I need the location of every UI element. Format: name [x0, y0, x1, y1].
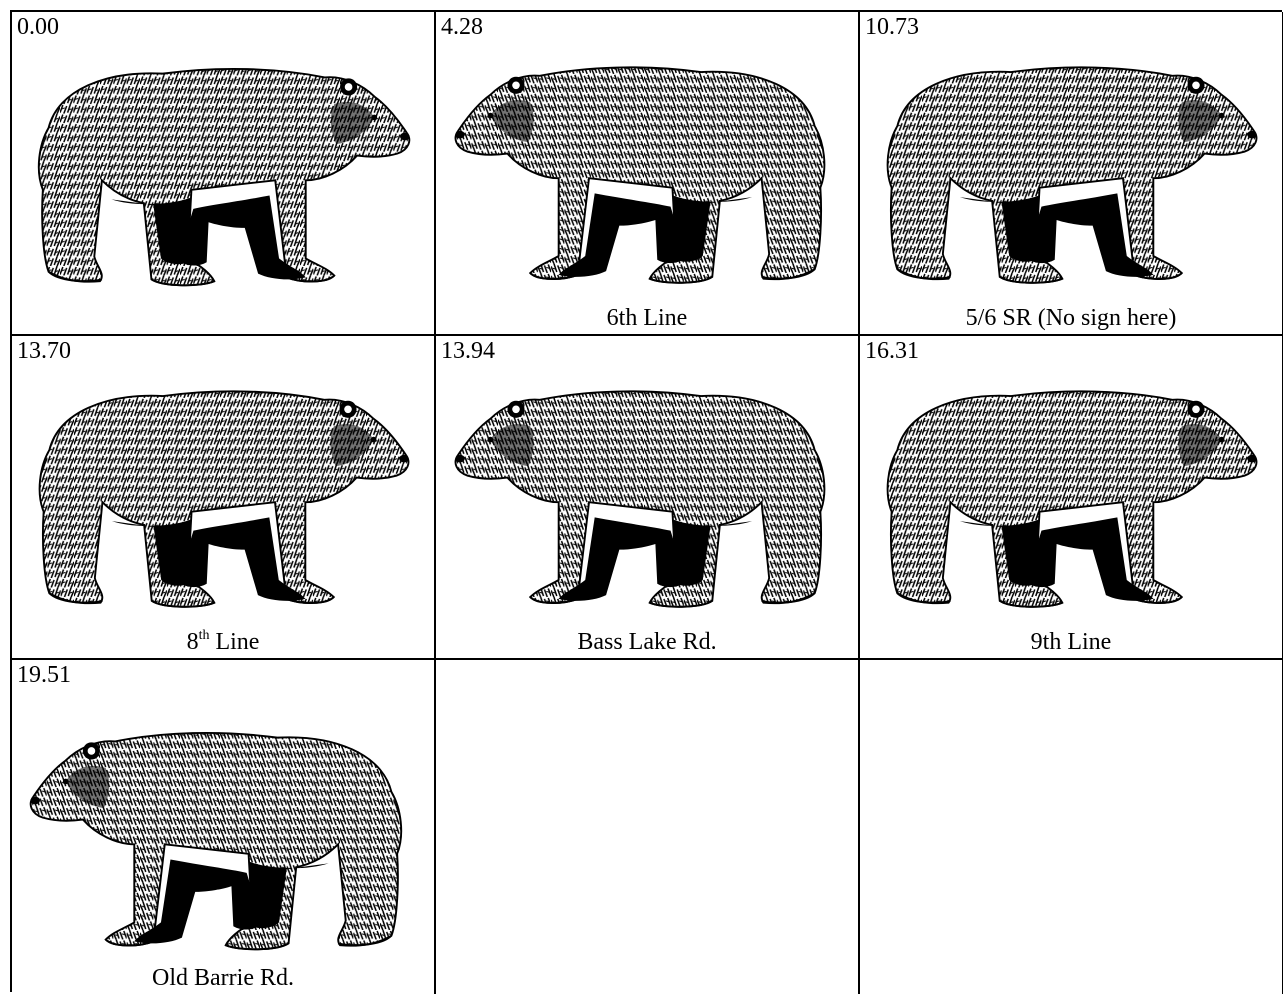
bear-illustration	[454, 66, 826, 284]
bear-illustration	[29, 731, 403, 951]
road-caption: 9th Line	[1030, 629, 1112, 655]
distance-label: 13.70	[17, 338, 71, 364]
sign-cell-1: 0.00	[12, 12, 436, 336]
caption-number: 8	[186, 629, 199, 655]
bear-illustration	[886, 66, 1258, 284]
distance-label: 4.28	[441, 14, 483, 40]
road-caption: Old Barrie Rd.	[152, 965, 294, 991]
caption-rest: Line	[209, 629, 260, 655]
bear-illustration	[886, 390, 1258, 608]
empty-cell	[436, 660, 860, 994]
empty-cell	[860, 660, 1283, 994]
distance-label: 16.31	[865, 338, 919, 364]
bear-illustration	[454, 390, 826, 608]
distance-label: 19.51	[17, 662, 71, 688]
sign-cell-5: 13.94 Bass Lake Rd.	[436, 336, 860, 660]
road-caption: 6th Line	[606, 305, 688, 331]
road-caption: 5/6 SR (No sign here)	[965, 305, 1177, 331]
distance-label: 10.73	[865, 14, 919, 40]
distance-label: 13.94	[441, 338, 495, 364]
road-caption: 8th Line	[12, 628, 434, 656]
caption-ordinal-suffix: th	[198, 628, 210, 643]
bear-illustration	[38, 390, 410, 608]
sign-cell-7: 19.51 Old Barrie Rd.	[12, 660, 436, 994]
sign-cell-6: 16.31 9th Line	[860, 336, 1283, 660]
bear-illustration	[37, 67, 411, 287]
sign-cell-2: 4.28 6th Line	[436, 12, 860, 336]
sign-cell-4: 13.70 8th Line	[12, 336, 436, 660]
sign-cell-3: 10.73 5/6 SR (No sign here)	[860, 12, 1283, 336]
bear-sign-grid: 0.00 4.28 6th Line 10.73 5/6 SR (No sign…	[10, 10, 1283, 994]
distance-label: 0.00	[17, 14, 59, 40]
road-caption: Bass Lake Rd.	[577, 629, 717, 655]
